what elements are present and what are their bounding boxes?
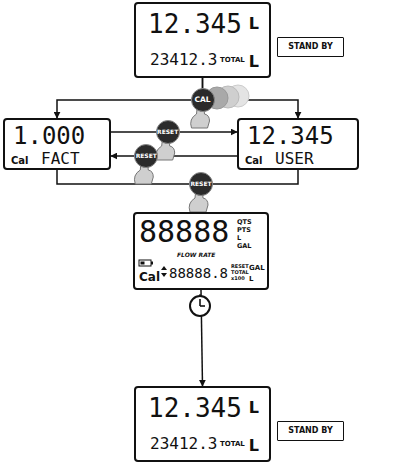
cal-button: CAL (191, 88, 215, 112)
display-text: QTS (237, 219, 252, 226)
display-text: USER (275, 151, 314, 167)
display-text: 12.345 (148, 11, 242, 37)
flow-arrow (57, 78, 203, 118)
display-text: FLOW RATE (177, 252, 215, 258)
display-text: L (249, 54, 259, 70)
display-text: 12.345 (247, 124, 334, 148)
display-text: L (249, 276, 253, 283)
display-text: GAL (237, 243, 252, 250)
reset-button: RESET (134, 144, 158, 168)
display-text: Cal (245, 156, 263, 166)
display-text: PTS (237, 227, 251, 234)
lcd-display: 1.000Cal FACT (3, 118, 111, 170)
display-text: 23412.3 (150, 52, 217, 68)
display-text: Cal (11, 156, 29, 166)
display-text: L (249, 16, 259, 32)
flow-arrow (201, 170, 298, 212)
display-text: x100 (231, 276, 245, 281)
display-text: TOTAL (220, 57, 245, 64)
standby-tag: STAND BY (277, 421, 344, 441)
reset-button: RESET (189, 172, 213, 196)
display-text: L (249, 438, 259, 454)
flow-arrow (57, 170, 201, 212)
lcd-full-display: 88888QTSPTSLGALFLOW RATECal88888.8RESETT… (133, 212, 269, 290)
display-text: 1.000 (13, 124, 85, 148)
lcd-display: 12.345L23412.3TOTALL (134, 386, 271, 462)
button-text: CAL (194, 96, 210, 104)
button-text: RESET (157, 129, 178, 135)
flow-arrow (203, 78, 299, 118)
display-text: Cal (139, 271, 160, 283)
display-text: L (237, 235, 241, 242)
standby-tag: STAND BY (277, 37, 344, 57)
display-text: L (249, 400, 259, 416)
display-text: 23412.3 (150, 436, 217, 452)
display-text: STAND BY (278, 43, 343, 51)
button-text: RESET (136, 153, 157, 159)
display-text: TOTAL (231, 270, 249, 275)
display-text: STAND BY (278, 427, 343, 435)
display-text: FACT (41, 151, 80, 167)
lcd-display: 12.345L23412.3TOTALL (134, 2, 271, 78)
reset-button: RESET (156, 120, 180, 144)
display-text: RESET (231, 264, 249, 269)
clock-icon (190, 294, 210, 316)
display-text: 12.345 (148, 395, 242, 421)
button-text: RESET (190, 181, 211, 187)
display-text: 88888.8 (169, 266, 228, 280)
display-text: TOTAL (220, 441, 245, 448)
display-text: 88888 (139, 217, 229, 247)
display-text: GAL (249, 265, 265, 272)
lcd-display: 12.345Cal USER (237, 118, 359, 170)
